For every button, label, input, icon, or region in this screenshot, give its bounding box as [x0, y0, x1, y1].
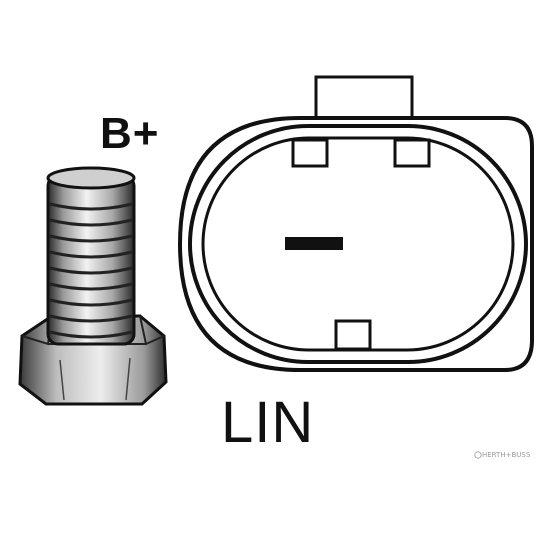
connector-outer-ring [188, 124, 528, 364]
connector-latch-tab [314, 75, 414, 121]
top-left-notch [291, 138, 329, 168]
lin-connector-housing [177, 75, 534, 372]
lin-label: LIN [221, 390, 315, 455]
b-plus-label: B+ [100, 109, 160, 158]
connector-outer-shell [177, 116, 534, 372]
top-right-notch [393, 138, 431, 168]
bottom-notch [334, 319, 372, 351]
thread-lines [49, 202, 133, 339]
lin-contact-pin [285, 237, 343, 250]
b-plus-terminal-bolt [18, 166, 168, 406]
copyright-icon [474, 451, 482, 459]
watermark-text: HERTH+BUSS [482, 451, 531, 459]
